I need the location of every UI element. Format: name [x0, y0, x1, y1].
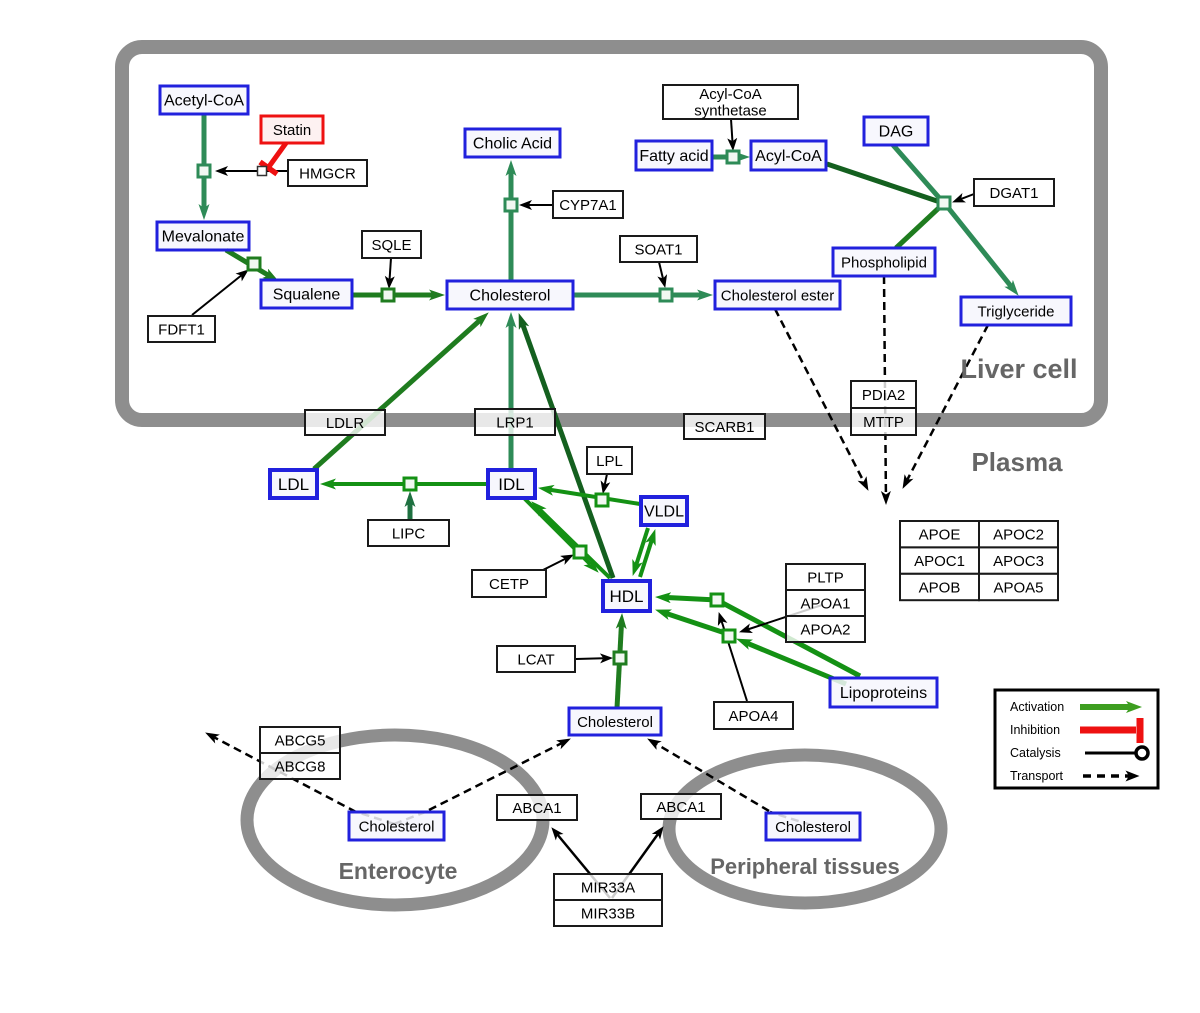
svg-text:ABCA1: ABCA1 [656, 799, 705, 816]
svg-text:LPL: LPL [596, 453, 623, 470]
svg-text:IDL: IDL [498, 475, 524, 494]
svg-text:APOA5: APOA5 [993, 579, 1043, 596]
svg-text:Fatty acid: Fatty acid [639, 148, 708, 165]
svg-text:Lipoproteins: Lipoproteins [840, 685, 927, 702]
svg-text:Phospholipid: Phospholipid [841, 254, 927, 271]
svg-text:APOA4: APOA4 [728, 708, 778, 725]
svg-text:FDFT1: FDFT1 [158, 321, 205, 338]
svg-text:Catalysis: Catalysis [1010, 746, 1061, 760]
svg-text:Transport: Transport [1010, 769, 1064, 783]
svg-text:ABCA1: ABCA1 [512, 800, 561, 817]
svg-text:synthetase: synthetase [694, 103, 767, 120]
svg-text:LCAT: LCAT [517, 651, 554, 668]
svg-text:HDL: HDL [609, 587, 643, 606]
svg-text:LDLR: LDLR [326, 415, 365, 432]
svg-text:APOA2: APOA2 [800, 621, 850, 638]
svg-text:Statin: Statin [273, 122, 311, 139]
svg-text:PLTP: PLTP [807, 569, 843, 586]
svg-text:Acyl-CoA: Acyl-CoA [699, 86, 762, 103]
svg-text:Cholesterol: Cholesterol [775, 819, 851, 836]
svg-text:LRP1: LRP1 [496, 414, 534, 431]
svg-text:APOC1: APOC1 [914, 553, 965, 570]
svg-text:ABCG8: ABCG8 [275, 758, 326, 775]
svg-text:HMGCR: HMGCR [299, 165, 356, 182]
svg-text:DAG: DAG [879, 124, 914, 141]
svg-text:APOE: APOE [919, 527, 961, 544]
svg-text:Liver cell: Liver cell [960, 354, 1077, 384]
svg-text:APOC3: APOC3 [993, 553, 1044, 570]
svg-text:APOC2: APOC2 [993, 527, 1044, 544]
svg-text:PDIA2: PDIA2 [862, 387, 905, 404]
svg-text:SQLE: SQLE [371, 237, 411, 254]
svg-text:Triglyceride: Triglyceride [978, 303, 1055, 320]
svg-text:Cholesterol: Cholesterol [470, 288, 551, 305]
svg-text:SOAT1: SOAT1 [634, 241, 682, 258]
svg-text:Cholesterol: Cholesterol [577, 714, 653, 731]
svg-text:MIR33A: MIR33A [581, 879, 635, 896]
svg-text:ABCG5: ABCG5 [275, 732, 326, 749]
svg-text:CETP: CETP [489, 576, 529, 593]
svg-text:LIPC: LIPC [392, 525, 426, 542]
svg-text:SCARB1: SCARB1 [694, 419, 754, 436]
svg-text:Enterocyte: Enterocyte [339, 858, 458, 884]
svg-text:Acetyl-CoA: Acetyl-CoA [164, 93, 244, 110]
svg-text:Peripheral tissues: Peripheral tissues [710, 854, 900, 879]
svg-text:Plasma: Plasma [971, 447, 1063, 477]
svg-text:Acyl-CoA: Acyl-CoA [755, 148, 822, 165]
svg-text:Mevalonate: Mevalonate [162, 229, 245, 246]
svg-text:Squalene: Squalene [273, 287, 341, 304]
svg-text:Cholesterol ester: Cholesterol ester [721, 287, 834, 304]
svg-text:Cholic Acid: Cholic Acid [473, 136, 552, 153]
svg-text:DGAT1: DGAT1 [990, 185, 1039, 202]
svg-text:Activation: Activation [1010, 700, 1064, 714]
svg-text:Inhibition: Inhibition [1010, 723, 1060, 737]
svg-text:APOA1: APOA1 [800, 595, 850, 612]
svg-text:MTTP: MTTP [863, 414, 904, 431]
svg-text:CYP7A1: CYP7A1 [559, 197, 617, 214]
svg-text:VLDL: VLDL [644, 504, 684, 521]
svg-text:Cholesterol: Cholesterol [359, 818, 435, 835]
svg-text:MIR33B: MIR33B [581, 905, 635, 922]
svg-text:APOB: APOB [919, 579, 961, 596]
svg-text:LDL: LDL [278, 475, 309, 494]
